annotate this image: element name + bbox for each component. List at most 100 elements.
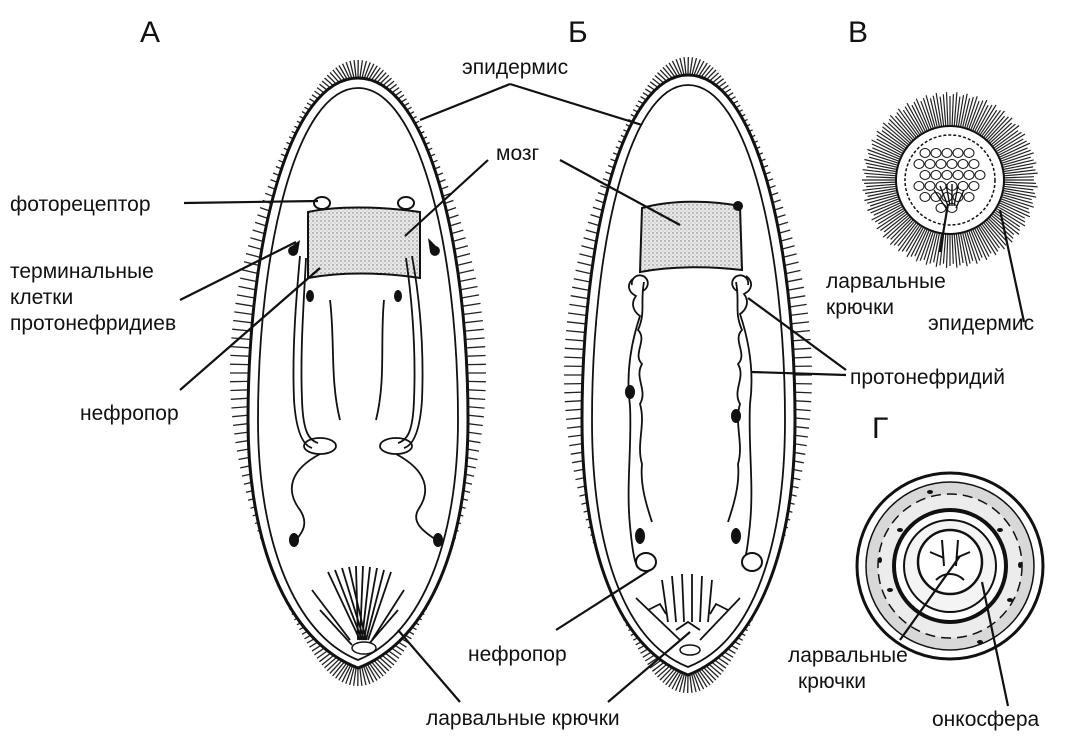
cell xyxy=(964,171,974,180)
label-larval-hooks-v-line1: ларвальные xyxy=(826,270,946,293)
cilium xyxy=(231,398,249,399)
terminal-cell-a4 xyxy=(394,290,402,302)
cilium xyxy=(1004,177,1034,178)
cilium xyxy=(793,348,811,349)
cell xyxy=(964,149,974,158)
cilium xyxy=(461,295,479,298)
cilium xyxy=(354,60,356,78)
label-larval-hooks-g-line1: ларвальные xyxy=(788,644,908,667)
cell xyxy=(925,182,935,191)
cilium xyxy=(565,401,583,402)
cell xyxy=(931,149,941,158)
label-terminal-line3: протонефридиев xyxy=(10,312,176,335)
cilium xyxy=(231,347,249,348)
cilium xyxy=(866,184,896,186)
cilium xyxy=(952,94,953,126)
photoreceptor-b xyxy=(733,201,743,211)
larva-b-outer-wall xyxy=(582,75,795,675)
cilium xyxy=(230,355,248,356)
cilium xyxy=(690,675,692,693)
terminal-cell-b4 xyxy=(731,528,741,544)
panel-label-b: Б xyxy=(568,16,588,49)
cilium xyxy=(237,295,255,298)
cilium xyxy=(684,57,686,75)
cilium xyxy=(866,177,896,178)
cell xyxy=(914,160,924,169)
terminal-cell-b2 xyxy=(731,409,741,423)
nephropore-cell-a-left xyxy=(289,533,299,547)
cilium xyxy=(790,313,808,315)
cell xyxy=(953,149,963,158)
cilium xyxy=(947,234,948,268)
label-terminal-line2: клетки xyxy=(10,286,73,309)
cilium xyxy=(874,203,901,216)
cell xyxy=(942,149,952,158)
cilium xyxy=(564,392,582,393)
larva-a xyxy=(230,60,486,686)
cell xyxy=(958,182,968,191)
cilium xyxy=(788,296,806,299)
photoreceptor-right-a xyxy=(398,197,414,209)
cell xyxy=(975,171,985,180)
nephropore-b-right xyxy=(742,553,762,571)
cilium xyxy=(236,303,254,306)
cilium xyxy=(468,390,486,391)
cilium xyxy=(789,304,807,307)
label-epidermis-top: эпидермис xyxy=(462,56,568,79)
label-larval-hooks-g-line2: крючки xyxy=(798,670,866,693)
label-protonephridium: протонефридий xyxy=(850,366,1005,389)
cilium xyxy=(234,312,252,315)
section-v xyxy=(862,92,1038,268)
cell xyxy=(920,149,930,158)
cilium xyxy=(458,278,476,282)
label-nephropore-b: нефропор xyxy=(468,643,567,666)
cell xyxy=(920,171,930,180)
cilium xyxy=(572,287,590,290)
posterior-pore-a xyxy=(352,642,376,654)
cilium xyxy=(794,392,812,393)
cilium xyxy=(467,398,485,399)
panel-label-a: А xyxy=(140,16,160,49)
cell xyxy=(947,160,957,169)
larva-b xyxy=(564,57,812,693)
cell xyxy=(969,182,979,191)
cilium xyxy=(464,312,482,314)
cell xyxy=(914,182,924,191)
label-oncosphere: онкосфера xyxy=(932,708,1040,731)
cell xyxy=(958,160,968,169)
label-nephropore-a: нефропор xyxy=(80,402,179,425)
cilium xyxy=(566,331,584,333)
cilium xyxy=(567,322,585,324)
cilium xyxy=(460,287,478,290)
cilium xyxy=(463,303,481,306)
brain-a xyxy=(308,208,420,279)
cilium xyxy=(466,329,484,331)
cilium xyxy=(943,234,945,264)
cell xyxy=(925,160,935,169)
nephropore-b-left xyxy=(636,553,656,571)
cilium xyxy=(233,321,251,323)
cilium xyxy=(791,322,809,324)
cell xyxy=(931,171,941,180)
label-larval-hooks-v-line2: крючки xyxy=(826,296,894,319)
cilium xyxy=(467,338,485,339)
cilium xyxy=(947,92,948,126)
cell xyxy=(969,160,979,169)
cilium xyxy=(239,286,257,290)
photoreceptor-left-a xyxy=(314,197,330,209)
cilium xyxy=(1004,182,1036,183)
posterior-pore-b xyxy=(680,645,700,655)
label-brain: мозг xyxy=(496,142,540,165)
label-larval-hooks-bottom: ларвальные крючки xyxy=(426,707,620,730)
cilium xyxy=(468,356,486,357)
cilium xyxy=(793,340,811,341)
cilium xyxy=(230,390,248,391)
cilium xyxy=(564,357,582,358)
cell xyxy=(964,193,974,202)
cilium xyxy=(571,296,589,299)
cilium xyxy=(565,348,583,349)
cilium xyxy=(465,321,483,323)
panel-label-g: Г xyxy=(872,412,888,445)
